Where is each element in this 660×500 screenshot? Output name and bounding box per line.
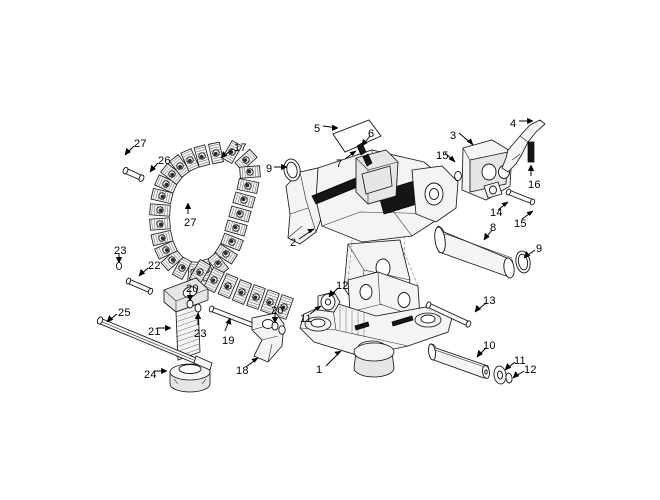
leader-arrowhead (281, 163, 288, 171)
spring-and-foot (163, 277, 211, 393)
lever-housing (454, 119, 546, 201)
callout-number: 12 (336, 280, 349, 292)
leader-arrowhead (512, 370, 520, 379)
callout-number: 10 (483, 340, 496, 352)
leader-arrowhead (225, 317, 232, 325)
leader-arrowhead (314, 305, 322, 311)
callout-number: 1 (316, 364, 323, 376)
mid-left-pin (115, 261, 154, 295)
callout-number: 23 (114, 245, 127, 257)
callout-number: 8 (490, 222, 497, 234)
callout-number: 20 (186, 283, 199, 295)
callout-number: 11 (300, 313, 312, 325)
callout-number: 21 (148, 326, 161, 338)
lower-bracket (186, 299, 286, 363)
leader-arrowhead (161, 367, 168, 375)
leader-arrowhead (124, 147, 132, 156)
callout-number: 9 (536, 243, 543, 255)
link-pin-14 (505, 188, 536, 206)
callout-number: 15 (514, 218, 527, 230)
handle-rod (96, 316, 213, 371)
leader-arrowhead (334, 350, 342, 356)
pin-13 (425, 301, 472, 328)
leader-arrowhead (504, 362, 512, 371)
cylinder-tube (434, 225, 531, 279)
leader-arrowhead (251, 357, 259, 363)
callout-number: 16 (528, 179, 541, 191)
leader-arrowhead (466, 138, 474, 146)
callout-number: 19 (222, 335, 235, 347)
callout-number: 23 (194, 328, 207, 340)
callout-number: 27 (184, 217, 197, 229)
leader-arrowhead (186, 295, 194, 302)
base-plate (299, 241, 453, 378)
friction-pads (332, 119, 382, 167)
callout-number: 9 (266, 163, 273, 175)
callout-number: 6 (368, 128, 375, 140)
callout-number: 15 (436, 150, 449, 162)
leader-arrowhead (474, 304, 482, 313)
leader-arrowhead (349, 150, 357, 156)
leader-arrowhead (194, 312, 202, 319)
callout-number: 12 (524, 364, 537, 376)
callout-number: 25 (118, 307, 131, 319)
leader-arrowhead (361, 138, 368, 147)
roller-chain-assembly (149, 140, 294, 320)
leader-arrowhead (307, 228, 315, 234)
leader-arrowhead (184, 202, 192, 209)
leader-arrowhead (527, 164, 535, 171)
leader-arrowhead (271, 317, 279, 324)
callout-number: 4 (510, 118, 517, 130)
callout-number: 11 (514, 355, 526, 367)
callout-number: 20 (271, 305, 284, 317)
leader-arrowhead (501, 201, 509, 207)
leader-arrowhead (331, 124, 339, 131)
leader-arrowhead (138, 268, 146, 277)
callout-number: 7 (336, 158, 343, 170)
upper-left-pin (122, 166, 145, 182)
callout-number: 27 (134, 138, 147, 150)
leader-arrowhead (523, 250, 531, 259)
callout-number: 18 (236, 365, 249, 377)
callout-number: 13 (483, 295, 496, 307)
leader-arrowhead (527, 117, 534, 125)
pin-10 (428, 343, 513, 385)
leader-arrowhead (526, 210, 534, 216)
leader-arrowhead (476, 349, 484, 358)
callout-number: 2 (290, 237, 297, 249)
callout-number: 5 (314, 123, 321, 135)
callout-number: 14 (490, 207, 503, 219)
leader-arrowhead (165, 324, 172, 332)
leader-lines (106, 117, 536, 379)
callout-number: 17 (234, 142, 247, 154)
leader-arrowhead (115, 257, 123, 264)
leader-arrowhead (483, 232, 490, 241)
leader-arrowhead (220, 150, 228, 159)
leader-arrowhead (106, 314, 114, 323)
leader-arrowhead (328, 289, 336, 298)
leader-arrowhead (149, 164, 157, 173)
callout-number: 22 (148, 260, 161, 272)
callout-number: 26 (158, 155, 171, 167)
callout-number: 3 (450, 130, 457, 142)
leader-arrowhead (448, 155, 456, 163)
callout-number: 24 (144, 369, 157, 381)
